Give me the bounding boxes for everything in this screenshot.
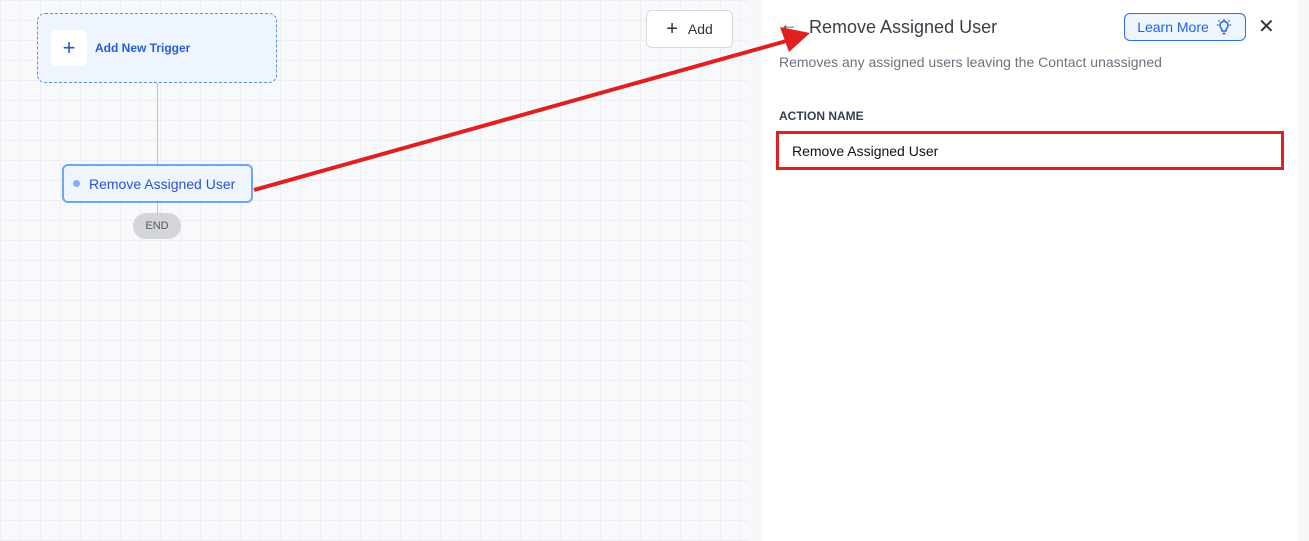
- back-arrow-icon[interactable]: ←: [780, 14, 798, 34]
- lightbulb-icon: [1216, 19, 1231, 35]
- connector-line: [157, 83, 158, 164]
- add-button[interactable]: + Add: [646, 10, 733, 48]
- learn-more-label: Learn More: [1137, 19, 1209, 35]
- action-settings-panel: ← Remove Assigned User Learn More ✕ Remo…: [762, 0, 1297, 541]
- action-node-label: Remove Assigned User: [89, 175, 236, 192]
- status-dot-icon: [73, 180, 80, 187]
- add-button-label: Add: [687, 21, 713, 37]
- plus-icon: +: [51, 30, 87, 66]
- action-node-remove-assigned-user[interactable]: Remove Assigned User: [62, 164, 253, 203]
- panel-description: Removes any assigned users leaving the C…: [779, 54, 1162, 70]
- learn-more-button[interactable]: Learn More: [1124, 13, 1246, 41]
- plus-icon: +: [666, 17, 678, 40]
- action-name-input[interactable]: Remove Assigned User: [776, 131, 1284, 170]
- end-node: END: [133, 213, 181, 239]
- action-name-label: ACTION NAME: [779, 109, 864, 123]
- trigger-label: Add New Trigger: [95, 41, 191, 55]
- workflow-canvas[interactable]: + Add New Trigger Remove Assigned User E…: [0, 0, 748, 541]
- add-new-trigger-button[interactable]: + Add New Trigger: [37, 13, 277, 83]
- close-icon[interactable]: ✕: [1258, 16, 1275, 38]
- connector-line: [157, 203, 158, 213]
- panel-title: Remove Assigned User: [809, 17, 998, 37]
